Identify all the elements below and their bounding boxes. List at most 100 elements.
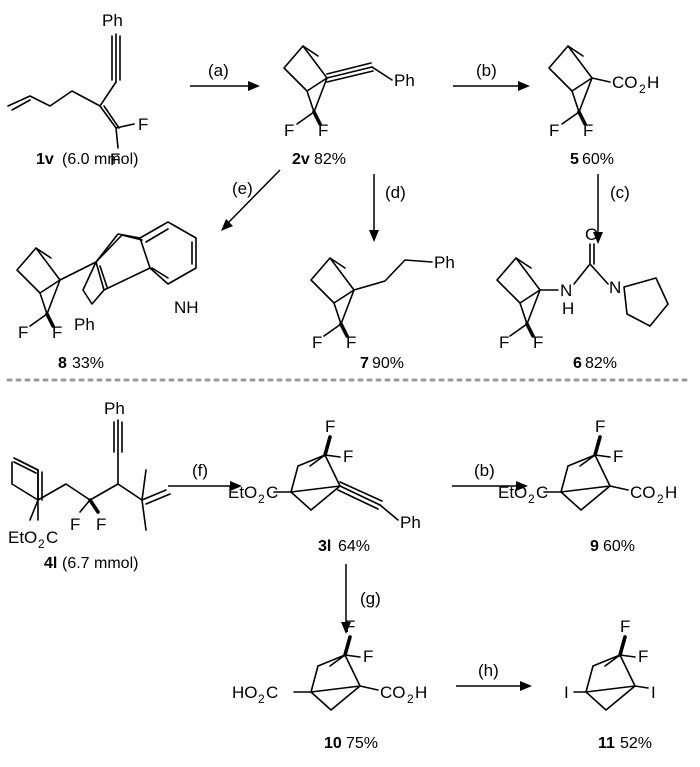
svg-text:F: F [312, 333, 322, 352]
svg-text:4l: 4l [44, 555, 57, 572]
svg-text:(g): (g) [360, 589, 381, 608]
compound-6-caption: 6 82% [573, 355, 617, 372]
svg-text:2v: 2v [292, 151, 310, 168]
svg-text:82%: 82% [585, 355, 617, 372]
svg-text:I: I [651, 683, 656, 702]
arrow-b: (b) [453, 61, 530, 91]
svg-text:7: 7 [360, 355, 369, 372]
svg-text:(b): (b) [474, 461, 495, 480]
arrow-b2: (b) [452, 461, 528, 491]
svg-text:(a): (a) [208, 61, 229, 80]
svg-text:10: 10 [324, 735, 342, 752]
svg-text:Ph: Ph [104, 399, 125, 418]
compound-11-structure: F F I I [564, 617, 656, 711]
svg-text:2: 2 [528, 492, 535, 506]
arrow-d: (d) [369, 174, 406, 242]
compound-2v-structure: Ph F F [283, 45, 415, 140]
svg-text:5: 5 [570, 151, 579, 168]
svg-text:F: F [363, 647, 373, 666]
svg-text:(b): (b) [476, 61, 497, 80]
compound-10-structure: F F HO 2 C CO 2 H [232, 617, 427, 711]
svg-text:C: C [266, 483, 278, 502]
svg-text:(e): (e) [232, 179, 253, 198]
svg-text:33%: 33% [72, 355, 104, 372]
svg-text:(6.0 mmol): (6.0 mmol) [62, 151, 138, 168]
arrow-g: (g) [341, 564, 381, 634]
svg-text:6: 6 [573, 355, 582, 372]
svg-text:F: F [96, 515, 106, 534]
compound-5-caption: 5 60% [570, 151, 614, 168]
arrow-c: (c) [593, 174, 630, 244]
svg-text:C: C [536, 483, 548, 502]
svg-text:75%: 75% [346, 735, 378, 752]
arrow-a: (a) [190, 61, 260, 91]
svg-text:CO: CO [630, 483, 656, 502]
svg-text:C: C [46, 528, 58, 547]
svg-text:F: F [318, 121, 328, 140]
compound-4l-caption: 4l (6.7 mmol) [44, 555, 138, 572]
svg-text:60%: 60% [582, 151, 614, 168]
svg-text:F: F [638, 647, 648, 666]
svg-text:H: H [647, 73, 659, 92]
svg-text:2: 2 [38, 537, 45, 551]
compound-11-caption: 11 52% [598, 735, 652, 752]
compound-5-structure: CO 2 H F F [548, 45, 659, 140]
svg-text:2: 2 [258, 692, 265, 706]
svg-text:H: H [562, 299, 574, 318]
svg-text:H: H [665, 483, 677, 502]
compound-4l-structure: Ph EtO 2 C F F [8, 399, 171, 551]
svg-text:2: 2 [407, 692, 414, 706]
svg-text:9: 9 [590, 538, 599, 555]
svg-text:F: F [533, 333, 543, 352]
svg-text:H: H [415, 683, 427, 702]
compound-6-structure: O N H N F F [496, 225, 669, 352]
arrow-f: (f) [168, 461, 242, 491]
svg-text:(6.7 mmol): (6.7 mmol) [62, 555, 138, 572]
svg-text:(h): (h) [478, 661, 499, 680]
compound-8-caption: 8 33% [58, 355, 104, 372]
svg-text:60%: 60% [603, 538, 635, 555]
compound-3l-caption: 3l 64% [318, 538, 370, 555]
svg-text:F: F [549, 121, 559, 140]
svg-text:EtO: EtO [498, 483, 527, 502]
svg-text:Ph: Ph [434, 253, 455, 272]
svg-text:F: F [620, 617, 630, 636]
svg-text:HO: HO [232, 683, 258, 702]
compound-1v-structure: Ph F F [7, 11, 148, 169]
svg-text:8: 8 [58, 355, 67, 372]
atom-f: F [138, 115, 148, 134]
compound-10-caption: 10 75% [324, 735, 378, 752]
svg-text:82%: 82% [314, 151, 346, 168]
svg-text:CO: CO [612, 73, 638, 92]
arrow-e: (e) [221, 169, 281, 231]
compound-7-caption: 7 90% [360, 355, 404, 372]
svg-text:(f): (f) [192, 461, 208, 480]
svg-text:CO: CO [380, 683, 406, 702]
svg-text:N: N [609, 278, 621, 297]
compound-1v-caption: 1v (6.0 mmol) [36, 151, 138, 168]
svg-text:Ph: Ph [394, 71, 415, 90]
svg-text:Ph: Ph [400, 513, 421, 532]
svg-text:F: F [345, 617, 355, 636]
svg-text:2: 2 [639, 82, 646, 96]
svg-text:F: F [595, 417, 605, 436]
svg-text:F: F [346, 333, 356, 352]
svg-text:EtO: EtO [228, 483, 257, 502]
svg-text:F: F [284, 121, 294, 140]
arrow-h: (h) [456, 661, 532, 691]
svg-text:O: O [585, 225, 598, 244]
compound-2v-caption: 2v 82% [292, 151, 346, 168]
svg-text:N: N [560, 281, 572, 300]
svg-text:(c): (c) [610, 183, 630, 202]
svg-text:64%: 64% [338, 538, 370, 555]
compound-9-structure: F F EtO 2 C CO 2 H [498, 417, 677, 511]
svg-text:F: F [613, 447, 623, 466]
svg-text:EtO: EtO [8, 528, 37, 547]
svg-text:2: 2 [657, 492, 664, 506]
atom-ph: Ph [102, 11, 123, 30]
svg-text:2: 2 [258, 492, 265, 506]
compound-9-caption: 9 60% [590, 538, 635, 555]
svg-text:(d): (d) [385, 183, 406, 202]
svg-text:F: F [583, 121, 593, 140]
